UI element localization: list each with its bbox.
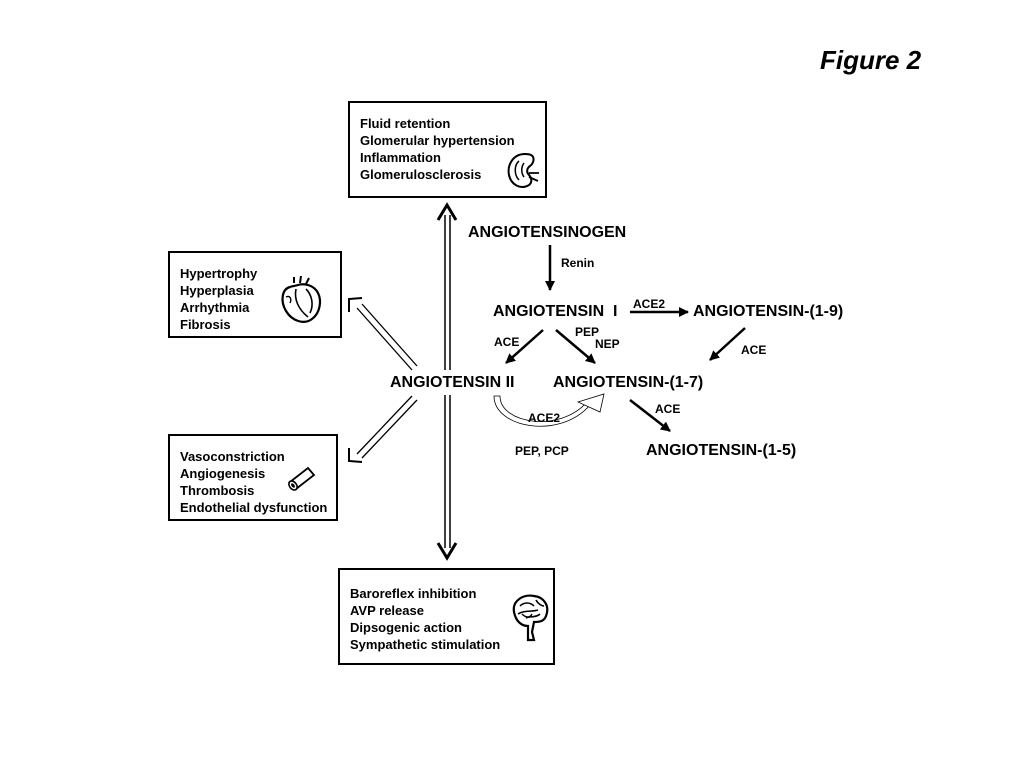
figure-label: Figure 2 <box>820 45 922 75</box>
node-angiotensin-1-7: ANGIOTENSIN-(1-7) <box>553 374 704 391</box>
double-arrow-heart <box>348 297 418 371</box>
blood-vessel-icon <box>288 466 316 491</box>
brain-effect: AVP release <box>350 603 424 618</box>
double-arrow-up <box>436 202 458 370</box>
vessel-effect: Angiogenesis <box>180 466 266 481</box>
heart-effects-box: Hypertrophy Hyperplasia Arrhythmia Fibro… <box>168 251 342 338</box>
brain-effects-box: Baroreflex inhibition AVP release Dipsog… <box>338 568 555 665</box>
arrow-ace-bottom <box>629 399 671 432</box>
arrow-pep-nep <box>555 329 596 364</box>
enzyme-pep: PEP <box>575 325 600 339</box>
node-angiotensin-i: ANGIOTENSIN I <box>493 303 618 320</box>
node-angiotensin-ii: ANGIOTENSIN II <box>390 374 515 391</box>
node-angiotensinogen: ANGIOTENSINOGEN <box>468 224 627 241</box>
enzyme-nep: NEP <box>595 337 620 351</box>
enzyme-pep-pcp: PEP, PCP <box>515 444 569 458</box>
vessel-effects-box: Vasoconstriction Angiogenesis Thrombosis… <box>168 434 338 521</box>
node-angiotensin-1-9: ANGIOTENSIN-(1-9) <box>693 303 844 320</box>
kidney-effect: Glomerular hypertension <box>360 133 515 148</box>
arrow-ace-left <box>505 329 544 364</box>
enzyme-ace2-loop: ACE2 <box>528 411 561 425</box>
heart-effect: Arrhythmia <box>180 300 250 315</box>
heart-effect: Hyperplasia <box>180 283 254 298</box>
brain-effect: Sympathetic stimulation <box>350 637 501 652</box>
brain-effect: Dipsogenic action <box>350 620 462 635</box>
vessel-effect: Endothelial dysfunction <box>180 500 328 515</box>
enzyme-ace-bottom: ACE <box>655 402 681 416</box>
node-angiotensin-1-5: ANGIOTENSIN-(1-5) <box>646 442 797 459</box>
vessel-effect: Vasoconstriction <box>180 449 285 464</box>
kidney-effect: Fluid retention <box>360 116 451 131</box>
kidney-icon <box>507 152 539 188</box>
kidney-effect: Inflammation <box>360 150 441 165</box>
kidney-effect: Glomerulosclerosis <box>360 167 482 182</box>
enzyme-renin: Renin <box>561 256 595 270</box>
heart-icon <box>281 275 322 323</box>
brain-effect: Baroreflex inhibition <box>350 586 477 601</box>
vessel-effect: Thrombosis <box>180 483 255 498</box>
arrow-ace-right <box>709 327 746 361</box>
enzyme-ace2-top: ACE2 <box>633 297 666 311</box>
brain-icon <box>512 594 549 642</box>
heart-effect: Fibrosis <box>180 317 231 332</box>
kidney-effects-box: Fluid retention Glomerular hypertension … <box>348 101 547 198</box>
enzyme-ace-right: ACE <box>741 343 767 357</box>
enzyme-ace-left: ACE <box>494 335 520 349</box>
double-arrow-vessel <box>348 395 418 463</box>
heart-effect: Hypertrophy <box>180 266 258 281</box>
curved-arrow-ace2 <box>493 393 605 427</box>
double-arrow-down <box>436 395 458 561</box>
